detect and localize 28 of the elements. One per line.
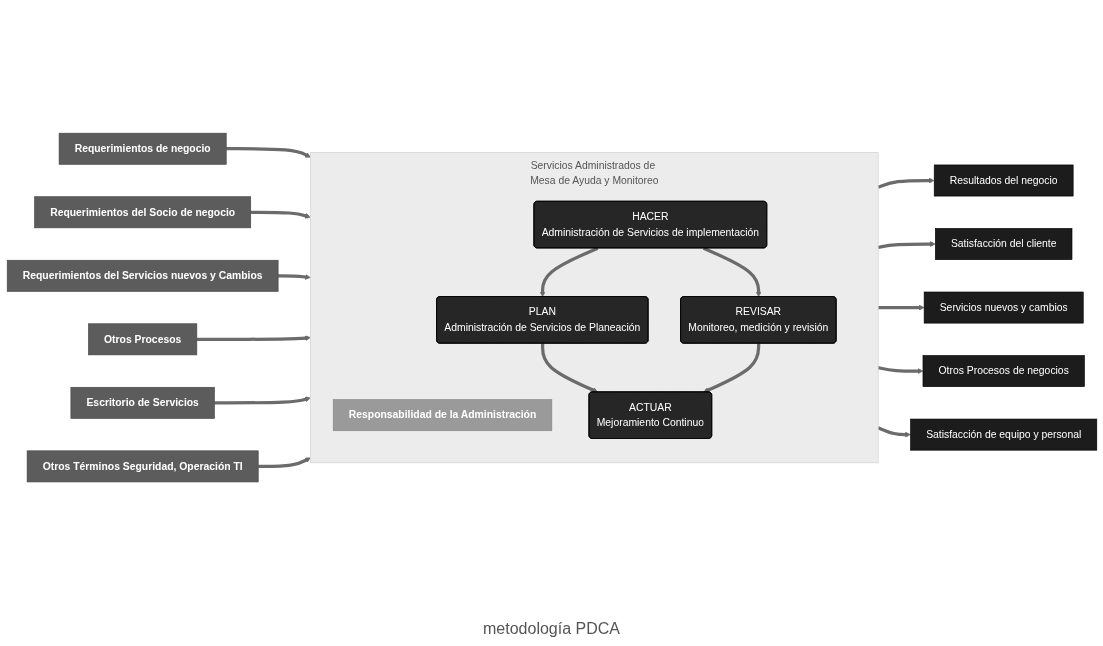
arrow [257,458,311,469]
node-box: Otros Procesos [87,323,197,356]
caption: metodología PDCA [483,620,620,638]
node-box: Resultados del negocio [933,165,1073,197]
node-box: Satisfacción del cliente [934,228,1072,261]
node-box: Satisfacción de equipo y personal [909,419,1097,451]
node-box: Requerimientos del Servicios nuevos y Cambios [6,260,278,293]
arrow [213,397,311,405]
arrow [277,274,311,281]
arrow [877,178,934,190]
node-box: Otros Procesos de negocios [922,355,1085,388]
arrow [702,343,760,394]
node-box: Otros Términos Seguridad, Operación TI [26,450,259,483]
node-box: Responsabilidad de la Administración [332,399,552,432]
arrow [225,147,311,158]
node-box: Requerimientos del Socio de negocio [33,196,251,229]
arrow [539,247,598,298]
node-box: Requerimientos de negocio [58,133,227,166]
arrow [250,211,311,219]
node-box: Escritorio de Servicios [70,387,215,420]
arrow [540,343,598,394]
arrow [877,241,936,250]
node-box: Servicios nuevos y cambios [923,292,1084,324]
arrow [196,335,311,342]
arrow [877,305,924,311]
arrow [702,247,761,298]
arrow [877,426,911,438]
arrow [877,366,923,375]
